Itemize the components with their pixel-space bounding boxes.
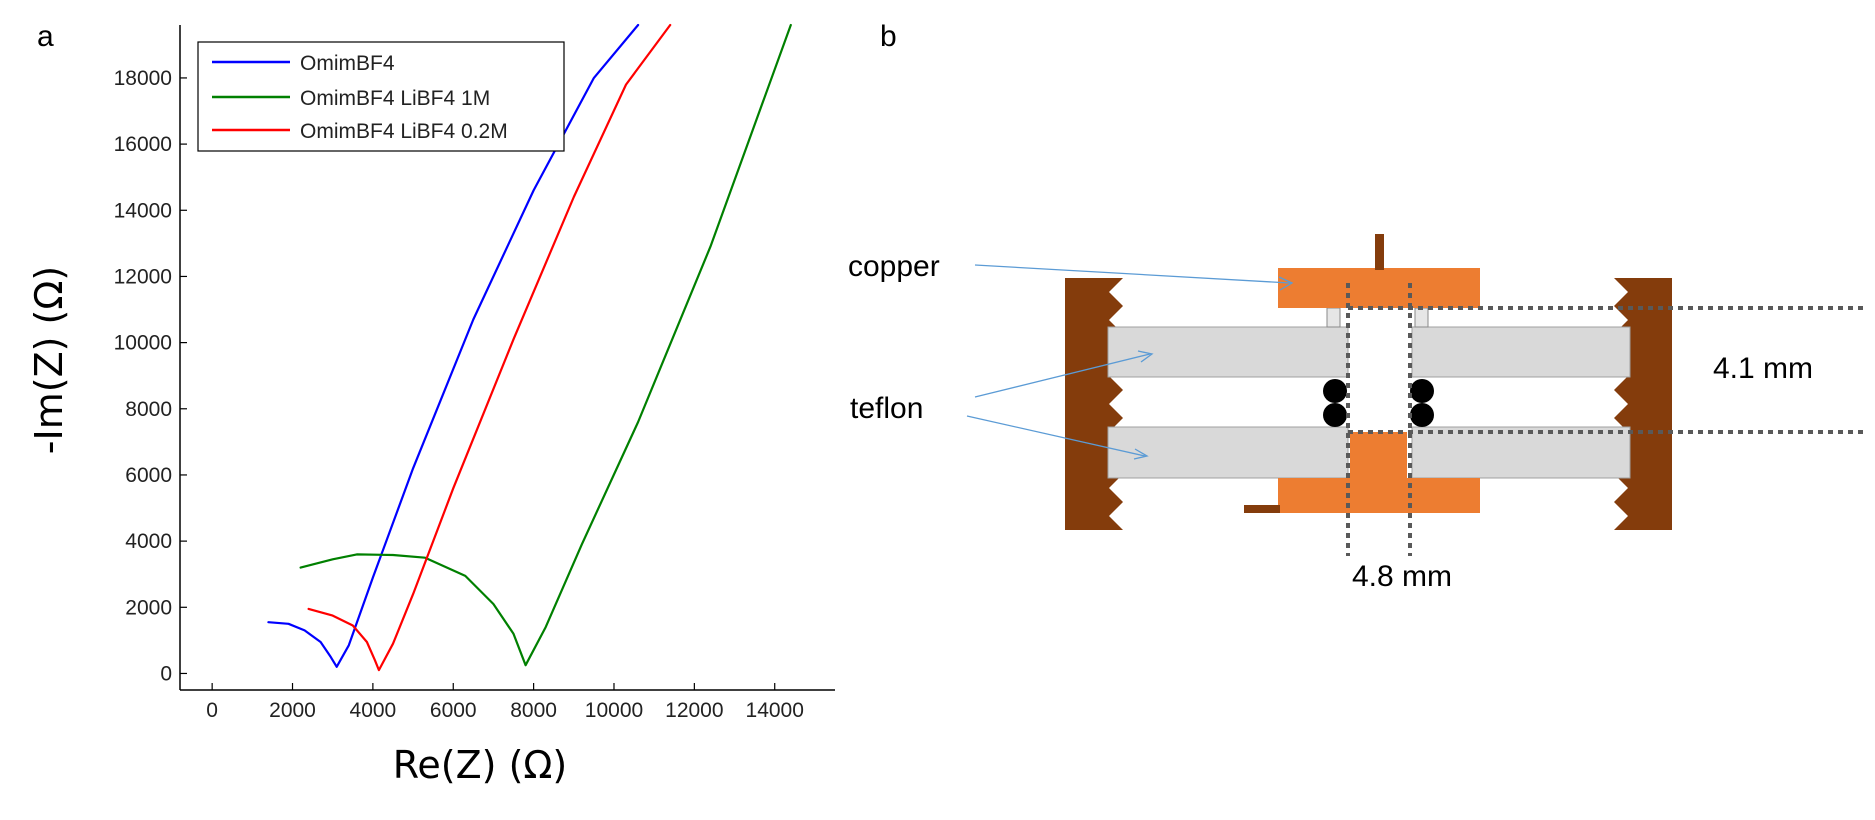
- teflon-upper-right: [1411, 326, 1631, 378]
- o-ring-right-bottom: [1410, 403, 1434, 427]
- spacer-right: [1414, 307, 1429, 328]
- y-tick-label: 0: [160, 662, 172, 685]
- bottom-lead: [1244, 505, 1280, 513]
- teflon-arrow-upper: [974, 353, 1151, 398]
- o-ring-right-top: [1410, 379, 1434, 403]
- data-series: [267, 23, 792, 672]
- legend-label-libf4-1m: OmimBF4 LiBF4 1M: [300, 87, 490, 110]
- y-tick-label: 8000: [125, 398, 172, 421]
- y-tick-label: 14000: [114, 199, 172, 222]
- y-tick-label: 2000: [125, 596, 172, 619]
- series-line-2: [307, 23, 672, 672]
- x-ticks: 0 2000 4000 6000 8000 10000 12000 14000: [206, 683, 804, 722]
- y-tick-label: 6000: [125, 464, 172, 487]
- left-clamp: [1065, 278, 1123, 530]
- x-tick-label: 14000: [746, 699, 804, 722]
- nyquist-plot: 0 2000 4000 6000 8000 10000 12000 14000 16000 180…: [27, 23, 835, 787]
- x-axis-title: Re(Z) (Ω): [393, 743, 568, 787]
- teflon-upper-left: [1107, 326, 1349, 378]
- plot-axes: [179, 25, 835, 691]
- series-line-0: [267, 23, 640, 668]
- series-line-1: [299, 23, 792, 667]
- spacer-left: [1326, 307, 1341, 328]
- teflon-arrowhead-upper: [1137, 350, 1154, 363]
- teflon-arrowhead-lower: [1133, 448, 1149, 460]
- x-tick-label: 8000: [510, 699, 557, 722]
- copper-label: copper: [848, 250, 940, 283]
- y-axis-title: -Im(Z) (Ω): [27, 266, 71, 454]
- y-tick-label: 18000: [114, 67, 172, 90]
- y-tick-label: 10000: [114, 332, 172, 355]
- o-ring-left-bottom: [1323, 403, 1347, 427]
- x-tick-label: 10000: [585, 699, 643, 722]
- y-tick-label: 4000: [125, 530, 172, 553]
- y-ticks: 0 2000 4000 6000 8000 10000 12000 14000 16000 180…: [114, 67, 187, 685]
- y-tick-label: 12000: [114, 265, 172, 288]
- height-dimension-label: 4.1 mm: [1713, 352, 1813, 385]
- panel-b-letter: b: [880, 20, 897, 53]
- legend-label-omimbf4: OmimBF4: [300, 52, 395, 75]
- top-lead: [1375, 234, 1384, 270]
- dimension-lines: [1346, 283, 1868, 556]
- x-tick-label: 12000: [665, 699, 723, 722]
- copper-top-electrode: [1278, 268, 1480, 308]
- x-tick-label: 6000: [430, 699, 477, 722]
- legend: OmimBF4 OmimBF4 LiBF4 1M OmimBF4 LiBF4 0…: [197, 41, 565, 152]
- label-arrows: [966, 264, 1294, 460]
- copper-arrow: [974, 264, 1291, 284]
- panel-a-letter: a: [37, 20, 54, 53]
- x-tick-label: 2000: [269, 699, 316, 722]
- teflon-lower-right: [1411, 426, 1631, 479]
- o-ring-left-top: [1323, 379, 1347, 403]
- x-tick-label: 4000: [350, 699, 397, 722]
- legend-label-libf4-02m: OmimBF4 LiBF4 0.2M: [300, 120, 508, 143]
- y-tick-label: 16000: [114, 133, 172, 156]
- copper-arrowhead: [1278, 276, 1294, 291]
- x-tick-label: 0: [206, 699, 218, 722]
- right-clamp: [1614, 278, 1672, 530]
- copper-bottom-electrode: [1278, 478, 1480, 513]
- copper-bottom-plunger: [1350, 432, 1407, 478]
- diameter-dimension-label: 4.8 mm: [1352, 560, 1452, 593]
- teflon-lower-left: [1107, 426, 1349, 479]
- cell-schematic: copper teflon 4.1 mm 4.8 mm: [848, 234, 1868, 593]
- teflon-arrow-lower: [966, 415, 1146, 457]
- teflon-label: teflon: [850, 392, 923, 425]
